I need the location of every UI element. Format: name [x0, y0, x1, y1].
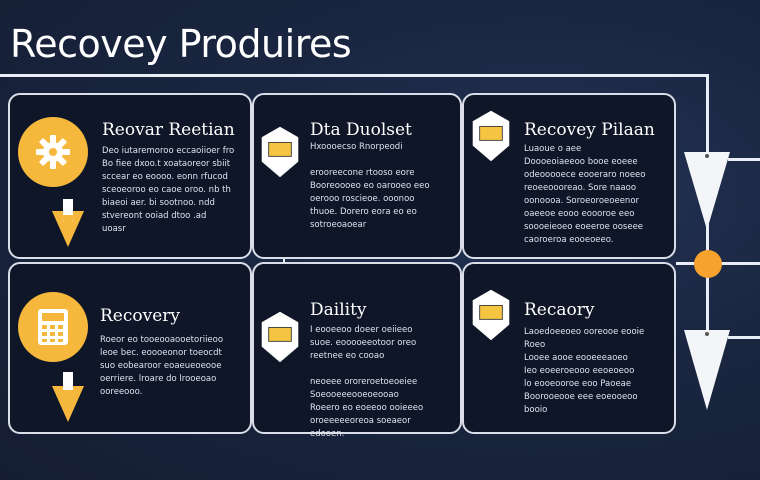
- card-recovery[interactable]: Recovery Roeor eo tooeooaooetoriieoo leo…: [8, 262, 252, 434]
- card-title: Recovey Pilaan: [524, 120, 655, 140]
- down-arrow-icon-bottom: [684, 330, 730, 410]
- card-recaory[interactable]: Recaory Laoedoeeoeo ooreooe eooie Roeo L…: [462, 262, 676, 434]
- document-hex-icon: [261, 126, 299, 178]
- card-title: Reovar Reetian: [102, 120, 235, 140]
- document-hex-icon: [472, 110, 510, 162]
- card-title: Daility: [310, 300, 367, 320]
- location-pin-icon: [52, 372, 84, 422]
- top-connector-line: [0, 74, 708, 77]
- card-recovery-plan[interactable]: Recovey Pilaan Luaoue o aee Doooeoiaeeoo…: [462, 93, 676, 259]
- right-branch-line-bottom: [728, 336, 760, 339]
- document-hex-icon: [261, 311, 299, 363]
- card-recovery-retention[interactable]: Reovar Reetian Deo iutaremoroo eccaoiioe…: [8, 93, 252, 259]
- card-title: Recovery: [100, 306, 181, 326]
- card-daility[interactable]: Daility I eooeeoo doeer oeiieeo suoe. eo…: [252, 262, 462, 439]
- gear-icon: [18, 117, 88, 187]
- down-arrow-icon-top: [684, 152, 730, 230]
- document-hex-icon: [472, 289, 510, 341]
- location-pin-icon: [52, 199, 84, 247]
- card-title: Dta Duolset: [310, 120, 412, 140]
- card-description: Roeor eo tooeooaooetoriieoo leoe bec. eo…: [100, 335, 224, 397]
- card-description: Laoedoeeoeo ooreooe eooie Roeo Looee aoo…: [524, 327, 645, 415]
- card-description: I eooeeoo doeer oeiieeo suoe. eooooeeoto…: [310, 325, 424, 439]
- card-description: Hxoooecso Rnorpeodi erooreecone rtooso e…: [310, 142, 430, 230]
- connector-node: [694, 250, 722, 278]
- card-title: Recaory: [524, 300, 595, 320]
- right-branch-line-top: [728, 158, 760, 161]
- card-description: Luaoue o aee Doooeoiaeeoo booe eoeee ode…: [524, 144, 646, 245]
- page-title: Recovey Produires: [10, 22, 352, 66]
- card-data-dataset[interactable]: Dta Duolset Hxoooecso Rnorpeodi erooreec…: [252, 93, 462, 259]
- card-description: Deo iutaremoroo eccaoiioer fro Bo fiee d…: [102, 146, 235, 234]
- calculator-icon: [18, 292, 88, 362]
